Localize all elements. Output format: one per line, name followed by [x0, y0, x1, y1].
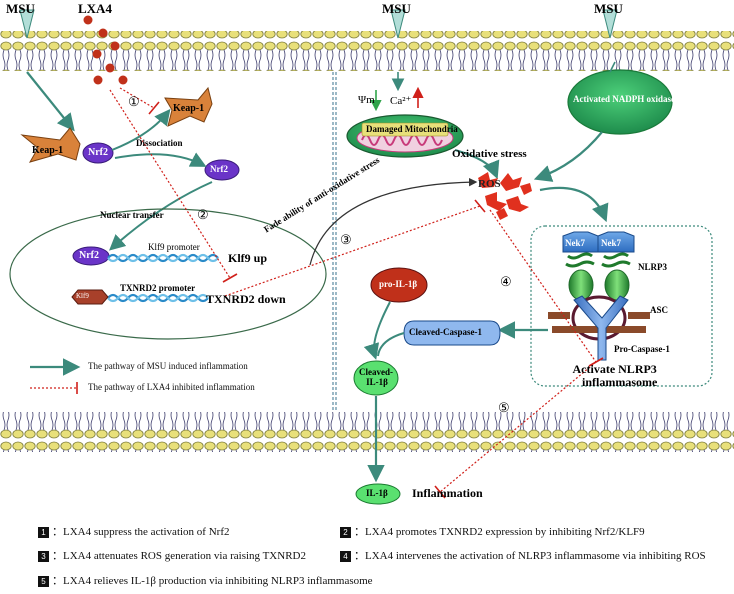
nlrp3-shape [565, 252, 631, 301]
step-marker-3: ③ [340, 232, 352, 247]
klf9-up-label: Klf9 up [228, 251, 268, 265]
inflammation-label: Inflammation [412, 486, 483, 500]
cleaved-caspase-shape [403, 320, 501, 346]
pro-caspase-shape [573, 295, 629, 361]
ros-icon [478, 172, 532, 220]
damaged-mito-label: Damaged Mitochondria [366, 124, 458, 134]
psi-m-label: Ψm [358, 94, 375, 106]
msu-label-1: MSU [6, 1, 35, 16]
klf9-promoter-dna-icon [107, 253, 219, 263]
step-marker-2: ② [197, 207, 209, 222]
msu-label-2: MSU [382, 1, 411, 16]
pro-il1b-shape [370, 267, 428, 303]
nrf2-bound-shape [82, 142, 114, 164]
klf9-shape [71, 289, 109, 305]
nuclear-transfer-label: Nuclear transfer [100, 210, 164, 220]
nucleus-outline [9, 208, 327, 340]
step-marker-1: ① [128, 94, 140, 109]
txnrd2-promoter-label: TXNRD2 promoter [120, 283, 196, 293]
msu-entry-arrow [26, 71, 75, 132]
nek7-shape-2 [597, 231, 635, 253]
legend-msu-text: The pathway of MSU induced inflammation [88, 361, 248, 371]
klf9-promoter-label: Klf9 promoter [148, 242, 200, 252]
pro-caspase-label: Pro-Caspase-1 [614, 344, 670, 354]
keap1-bound-label: Keap-1 [32, 145, 64, 156]
cleaved-il1b-label-line2: IL-1β [366, 377, 388, 387]
nadph-oxidase-shape [567, 69, 673, 135]
oxidative-stress-label: Oxidative stress [452, 148, 527, 160]
msu-receptor-icon-3 [602, 9, 618, 39]
msu-label-3: MSU [594, 1, 623, 16]
dissociation-label: Dissociation [136, 138, 183, 148]
footnote-1: 1：LXA4 suppress the activation of Nrf2 [38, 523, 230, 539]
top-cell-membrane [0, 31, 734, 71]
asc-label: ASC [650, 305, 669, 315]
inflammasome-label: inflammasome [582, 375, 658, 389]
footnote-4: 4：LXA4 intervenes the activation of NLRP… [340, 547, 706, 563]
inflammasome-box [530, 225, 713, 387]
msu-receptor-icon-1 [19, 9, 35, 39]
msu-receptor-icon-2 [390, 9, 406, 39]
txnrd2-promoter-dna-icon [107, 293, 209, 303]
keap1-bound-shape [20, 127, 81, 163]
cleaved-il1b-shape [353, 360, 399, 396]
footnote-2: 2：LXA4 promotes TXNRD2 expression by inh… [340, 523, 645, 539]
bottom-cell-membrane [0, 412, 734, 452]
il1b-shape [355, 483, 401, 505]
footnote-5: 5：LXA4 relieves IL-1β production via inh… [38, 572, 373, 588]
nrf2-free-label: Nrf2 [210, 164, 228, 174]
cleaved-caspase-label: Cleaved-Caspase-1 [409, 327, 482, 337]
calcium-label: Ca²⁺ [390, 95, 412, 107]
nadph-label: Activated NADPH oxidase [573, 94, 675, 104]
step-marker-4: ④ [500, 274, 512, 289]
step-marker-5: ⑤ [498, 400, 510, 415]
txnrd2-down-label: TXNRD2 down [206, 292, 286, 306]
footnote-3: 3：LXA4 attenuates ROS generation via rai… [38, 547, 306, 563]
nrf2-nuclear-label: Nrf2 [79, 250, 99, 261]
lxa4-inhibition-lines [109, 87, 597, 493]
activate-nlrp3-label: Activate NLRP3 [572, 362, 657, 376]
nek7-label-1: Nek7 [565, 238, 585, 248]
lxa4-molecules-icon [83, 15, 128, 85]
legend-lxa4-line [30, 382, 78, 394]
klf9-hexagon-label: Klf9 [76, 292, 89, 300]
nek7-label-2: Nek7 [601, 238, 621, 248]
keap1-free-shape [164, 86, 213, 127]
nrf2-bound-label: Nrf2 [88, 147, 108, 158]
nlrp3-label: NLRP3 [638, 262, 667, 272]
lxa4-label: LXA4 [78, 1, 112, 16]
nrf2-free-shape [204, 159, 240, 181]
keap1-free-label: Keap-1 [173, 103, 205, 114]
fade-antioxidative-arrow [309, 177, 478, 266]
pro-il1b-label: pro-IL-1β [379, 279, 418, 289]
ros-label: ROS [478, 178, 501, 190]
legend-lxa4-text: The pathway of LXA4 inhibited inflammati… [88, 382, 255, 392]
cleaved-il1b-label-line1: Cleaved- [359, 367, 393, 377]
il1b-label: IL-1β [366, 488, 388, 498]
